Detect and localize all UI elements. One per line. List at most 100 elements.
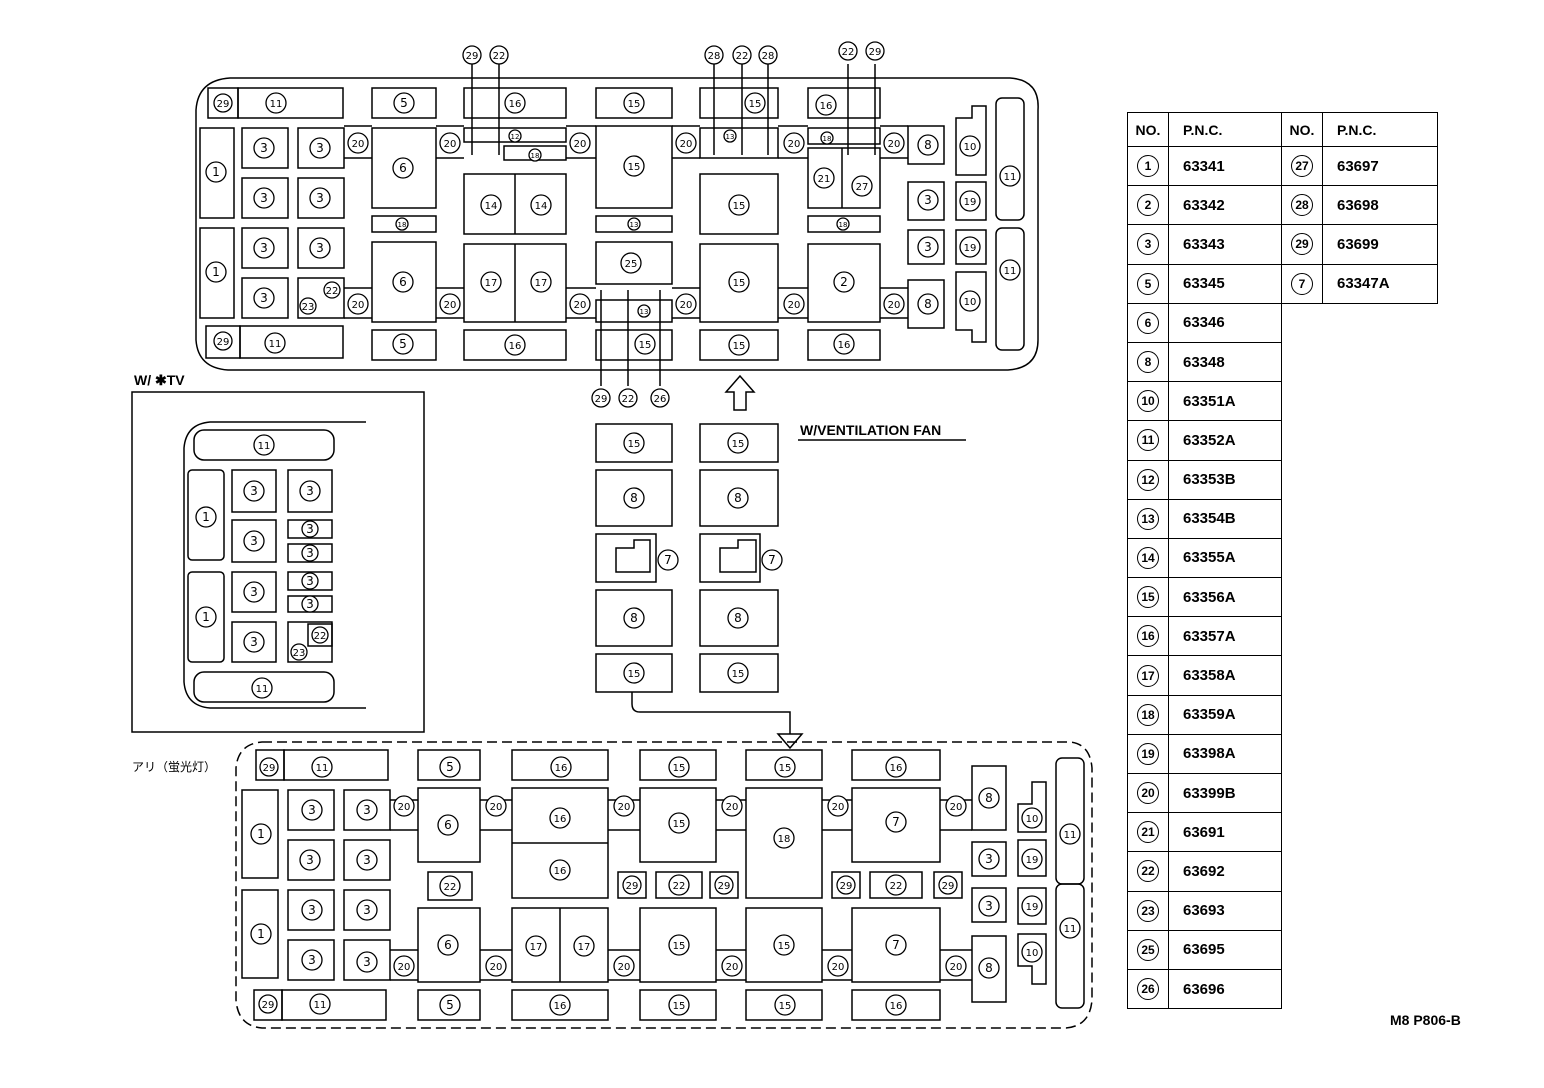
svg-text:11: 11 [1004,266,1017,277]
svg-text:8: 8 [924,297,932,311]
svg-text:1: 1 [257,927,265,941]
callout-20: 20 [347,132,369,154]
empty-cell [1282,460,1323,499]
callout-22: 22 [732,45,752,65]
callout-22: 22 [323,281,341,299]
svg-text:3: 3 [260,141,268,155]
empty-cell [1282,421,1323,460]
svg-text:20: 20 [888,139,901,150]
callout-15: 15 [774,994,796,1016]
empty-cell [1282,695,1323,734]
callout-15: 15 [623,432,645,454]
callout-18: 18 [395,217,409,231]
svg-text:11: 11 [256,684,269,695]
svg-text:29: 29 [262,1000,275,1011]
callout-22: 22 [618,388,638,408]
part-pnc: 63696 [1168,968,1282,1010]
svg-text:22: 22 [314,631,327,642]
callout-3: 3 [978,848,1000,870]
callout-1: 1 [250,823,272,845]
part-no: 12 [1127,459,1169,500]
callout-3: 3 [356,899,378,921]
callout-7: 7 [657,549,679,571]
callout-3: 3 [253,287,275,309]
callout-20: 20 [827,795,849,817]
svg-text:16: 16 [890,1001,903,1012]
callout-3: 3 [253,137,275,159]
callout-1: 1 [195,606,217,628]
svg-text:5: 5 [446,998,454,1012]
header-no-2: NO. [1281,112,1323,147]
callout-5: 5 [392,333,414,355]
part-pnc: 63398A [1168,733,1282,775]
svg-text:5: 5 [446,760,454,774]
header-pnc: P.N.C. [1168,112,1282,147]
svg-text:7: 7 [664,553,672,567]
svg-text:3: 3 [363,903,371,917]
svg-text:7: 7 [892,938,900,952]
part-pnc: 63399B [1168,772,1282,814]
svg-text:6: 6 [444,938,452,952]
callout-5: 5 [393,92,415,114]
part-no: 2 [1127,185,1169,226]
callout-5: 5 [439,994,461,1016]
callout-15: 15 [727,432,749,454]
part-no: 8 [1127,341,1169,383]
svg-text:1: 1 [212,265,220,279]
callout-22: 22 [838,41,858,61]
empty-cell [1282,499,1323,538]
callout-3: 3 [299,480,321,502]
svg-text:3: 3 [306,484,314,498]
svg-text:6: 6 [399,275,407,289]
empty-cell [1323,382,1438,421]
callout-20: 20 [945,795,967,817]
empty-cell [1323,578,1438,617]
part-pnc: 63345 [1168,263,1282,304]
svg-text:20: 20 [726,802,739,813]
callout-7: 7 [761,549,783,571]
callout-23: 23 [290,643,308,661]
svg-text:20: 20 [950,802,963,813]
svg-text:16: 16 [555,763,568,774]
callout-25: 25 [620,252,642,274]
callout-15: 15 [623,92,645,114]
svg-text:1: 1 [257,827,265,841]
callout-16: 16 [885,756,907,778]
svg-text:8: 8 [985,961,993,975]
callout-12: 12 [508,129,522,143]
callout-11: 11 [999,165,1021,187]
svg-text:15: 15 [732,439,745,450]
part-pnc: 63693 [1168,890,1282,931]
svg-text:11: 11 [258,441,271,452]
part-no: 1 [1127,145,1169,187]
part-no: 26 [1127,968,1169,1010]
callout-20: 20 [569,293,591,315]
svg-text:20: 20 [618,802,631,813]
callout-15: 15 [744,92,766,114]
callout-22: 22 [885,874,907,896]
svg-text:3: 3 [306,574,314,588]
svg-text:3: 3 [308,953,316,967]
empty-cell [1282,656,1323,695]
callout-3: 3 [301,899,323,921]
callout-17: 17 [525,935,547,957]
callout-15: 15 [668,934,690,956]
svg-text:3: 3 [306,522,314,536]
callout-3: 3 [301,799,323,821]
svg-text:15: 15 [733,341,746,352]
empty-cell [1282,578,1323,617]
svg-text:29: 29 [595,394,608,405]
callout-19: 19 [959,190,981,212]
svg-text:20: 20 [788,139,801,150]
svg-text:3: 3 [306,597,314,611]
callout-8: 8 [978,787,1000,809]
callout-14: 14 [530,194,552,216]
part-pnc: 63353B [1168,459,1282,500]
callout-3: 3 [301,520,319,538]
svg-text:16: 16 [554,814,567,825]
